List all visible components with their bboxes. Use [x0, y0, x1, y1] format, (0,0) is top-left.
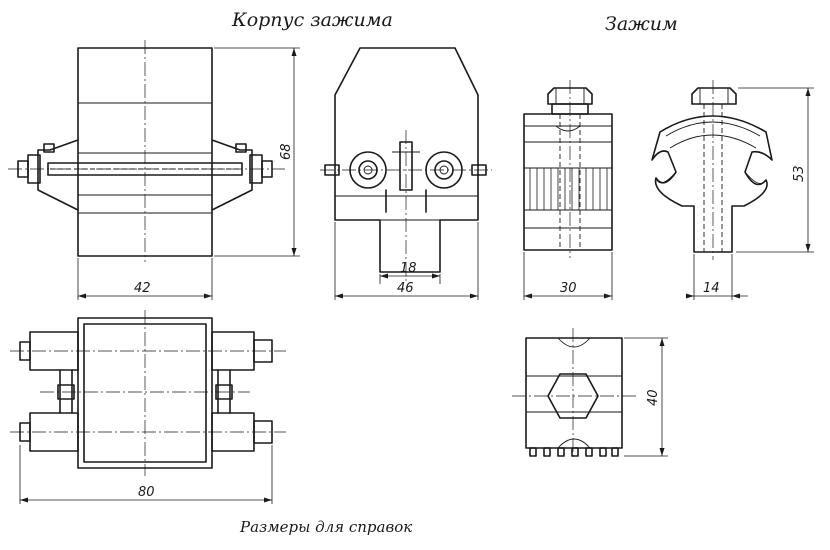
hex-nut-side-icon [691, 87, 737, 105]
housing-front-view: 42 68 [8, 40, 300, 300]
clamp-side-view: 53 14 [651, 80, 814, 300]
clamp-title: Зажим [605, 13, 678, 35]
dim-clamp-height: 53 [792, 165, 807, 182]
clamp-serrations [529, 168, 608, 210]
housing-side-view: 18 46 [320, 47, 492, 300]
housing-title: Корпус зажима [231, 9, 393, 31]
dim-clamp-plan-height: 40 [646, 389, 661, 406]
dim-side-width: 46 [397, 281, 414, 296]
hex-nut-icon [547, 87, 593, 105]
dim-housing-width: 42 [134, 281, 151, 296]
dim-clamp-side-width: 14 [703, 281, 720, 296]
plan-teeth [529, 447, 619, 457]
clamp-plan-view: 40 [512, 328, 668, 458]
dim-housing-height: 68 [279, 143, 294, 160]
housing-plan-view: 80 [10, 310, 286, 504]
dim-plan-width: 80 [138, 485, 155, 500]
clamp-front-view: 30 [523, 80, 613, 300]
dim-side-bottom: 18 [400, 261, 417, 276]
reference-note: Размеры для справок [239, 518, 412, 536]
dim-clamp-width: 30 [560, 281, 577, 296]
